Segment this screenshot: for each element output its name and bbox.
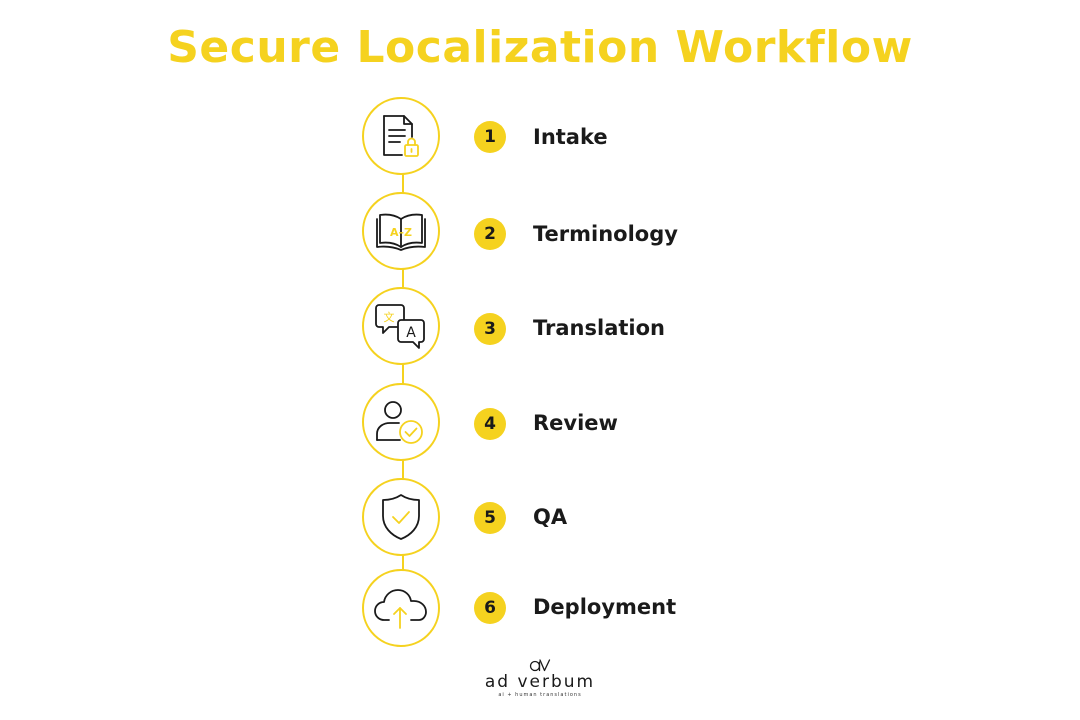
step-4-label: Review <box>533 411 618 435</box>
svg-text:A: A <box>406 325 416 341</box>
brand-tagline: ai + human translations <box>498 692 582 698</box>
step-3-label: Translation <box>533 316 665 340</box>
step-5-number-badge: 5 <box>474 502 506 534</box>
step-2-icon-circle: A–Z <box>362 192 440 270</box>
document-lock-icon <box>383 115 419 157</box>
svg-text:文: 文 <box>384 310 395 324</box>
svg-text:A–Z: A–Z <box>390 226 412 239</box>
translation-bubbles-icon: 文 A <box>375 304 425 349</box>
book-a-z-icon: A–Z <box>376 213 426 251</box>
timeline-connector <box>402 136 404 606</box>
step-3-number-badge: 3 <box>474 313 506 345</box>
step-1-number-badge: 1 <box>474 121 506 153</box>
step-3-icon-circle: 文 A <box>362 287 440 365</box>
step-1-label: Intake <box>533 125 608 149</box>
step-5-label: QA <box>533 505 568 529</box>
page-title: Secure Localization Workflow <box>167 22 913 73</box>
cloud-upload-icon <box>374 589 427 629</box>
step-2-label: Terminology <box>533 222 678 246</box>
user-check-icon <box>376 401 423 444</box>
step-4-number-badge: 4 <box>474 408 506 440</box>
step-5-icon-circle <box>362 478 440 556</box>
step-6-number-badge: 6 <box>474 592 506 624</box>
brand-logo: ad verbum ai + human translations <box>460 658 620 699</box>
step-6-icon-circle <box>362 569 440 647</box>
step-1-icon-circle <box>362 97 440 175</box>
shield-check-icon <box>382 494 420 540</box>
step-6-label: Deployment <box>533 595 677 619</box>
brand-name: ad verbum <box>484 672 596 692</box>
ad-verbum-logo-mark <box>529 659 551 672</box>
step-4-icon-circle <box>362 383 440 461</box>
step-2-number-badge: 2 <box>474 218 506 250</box>
